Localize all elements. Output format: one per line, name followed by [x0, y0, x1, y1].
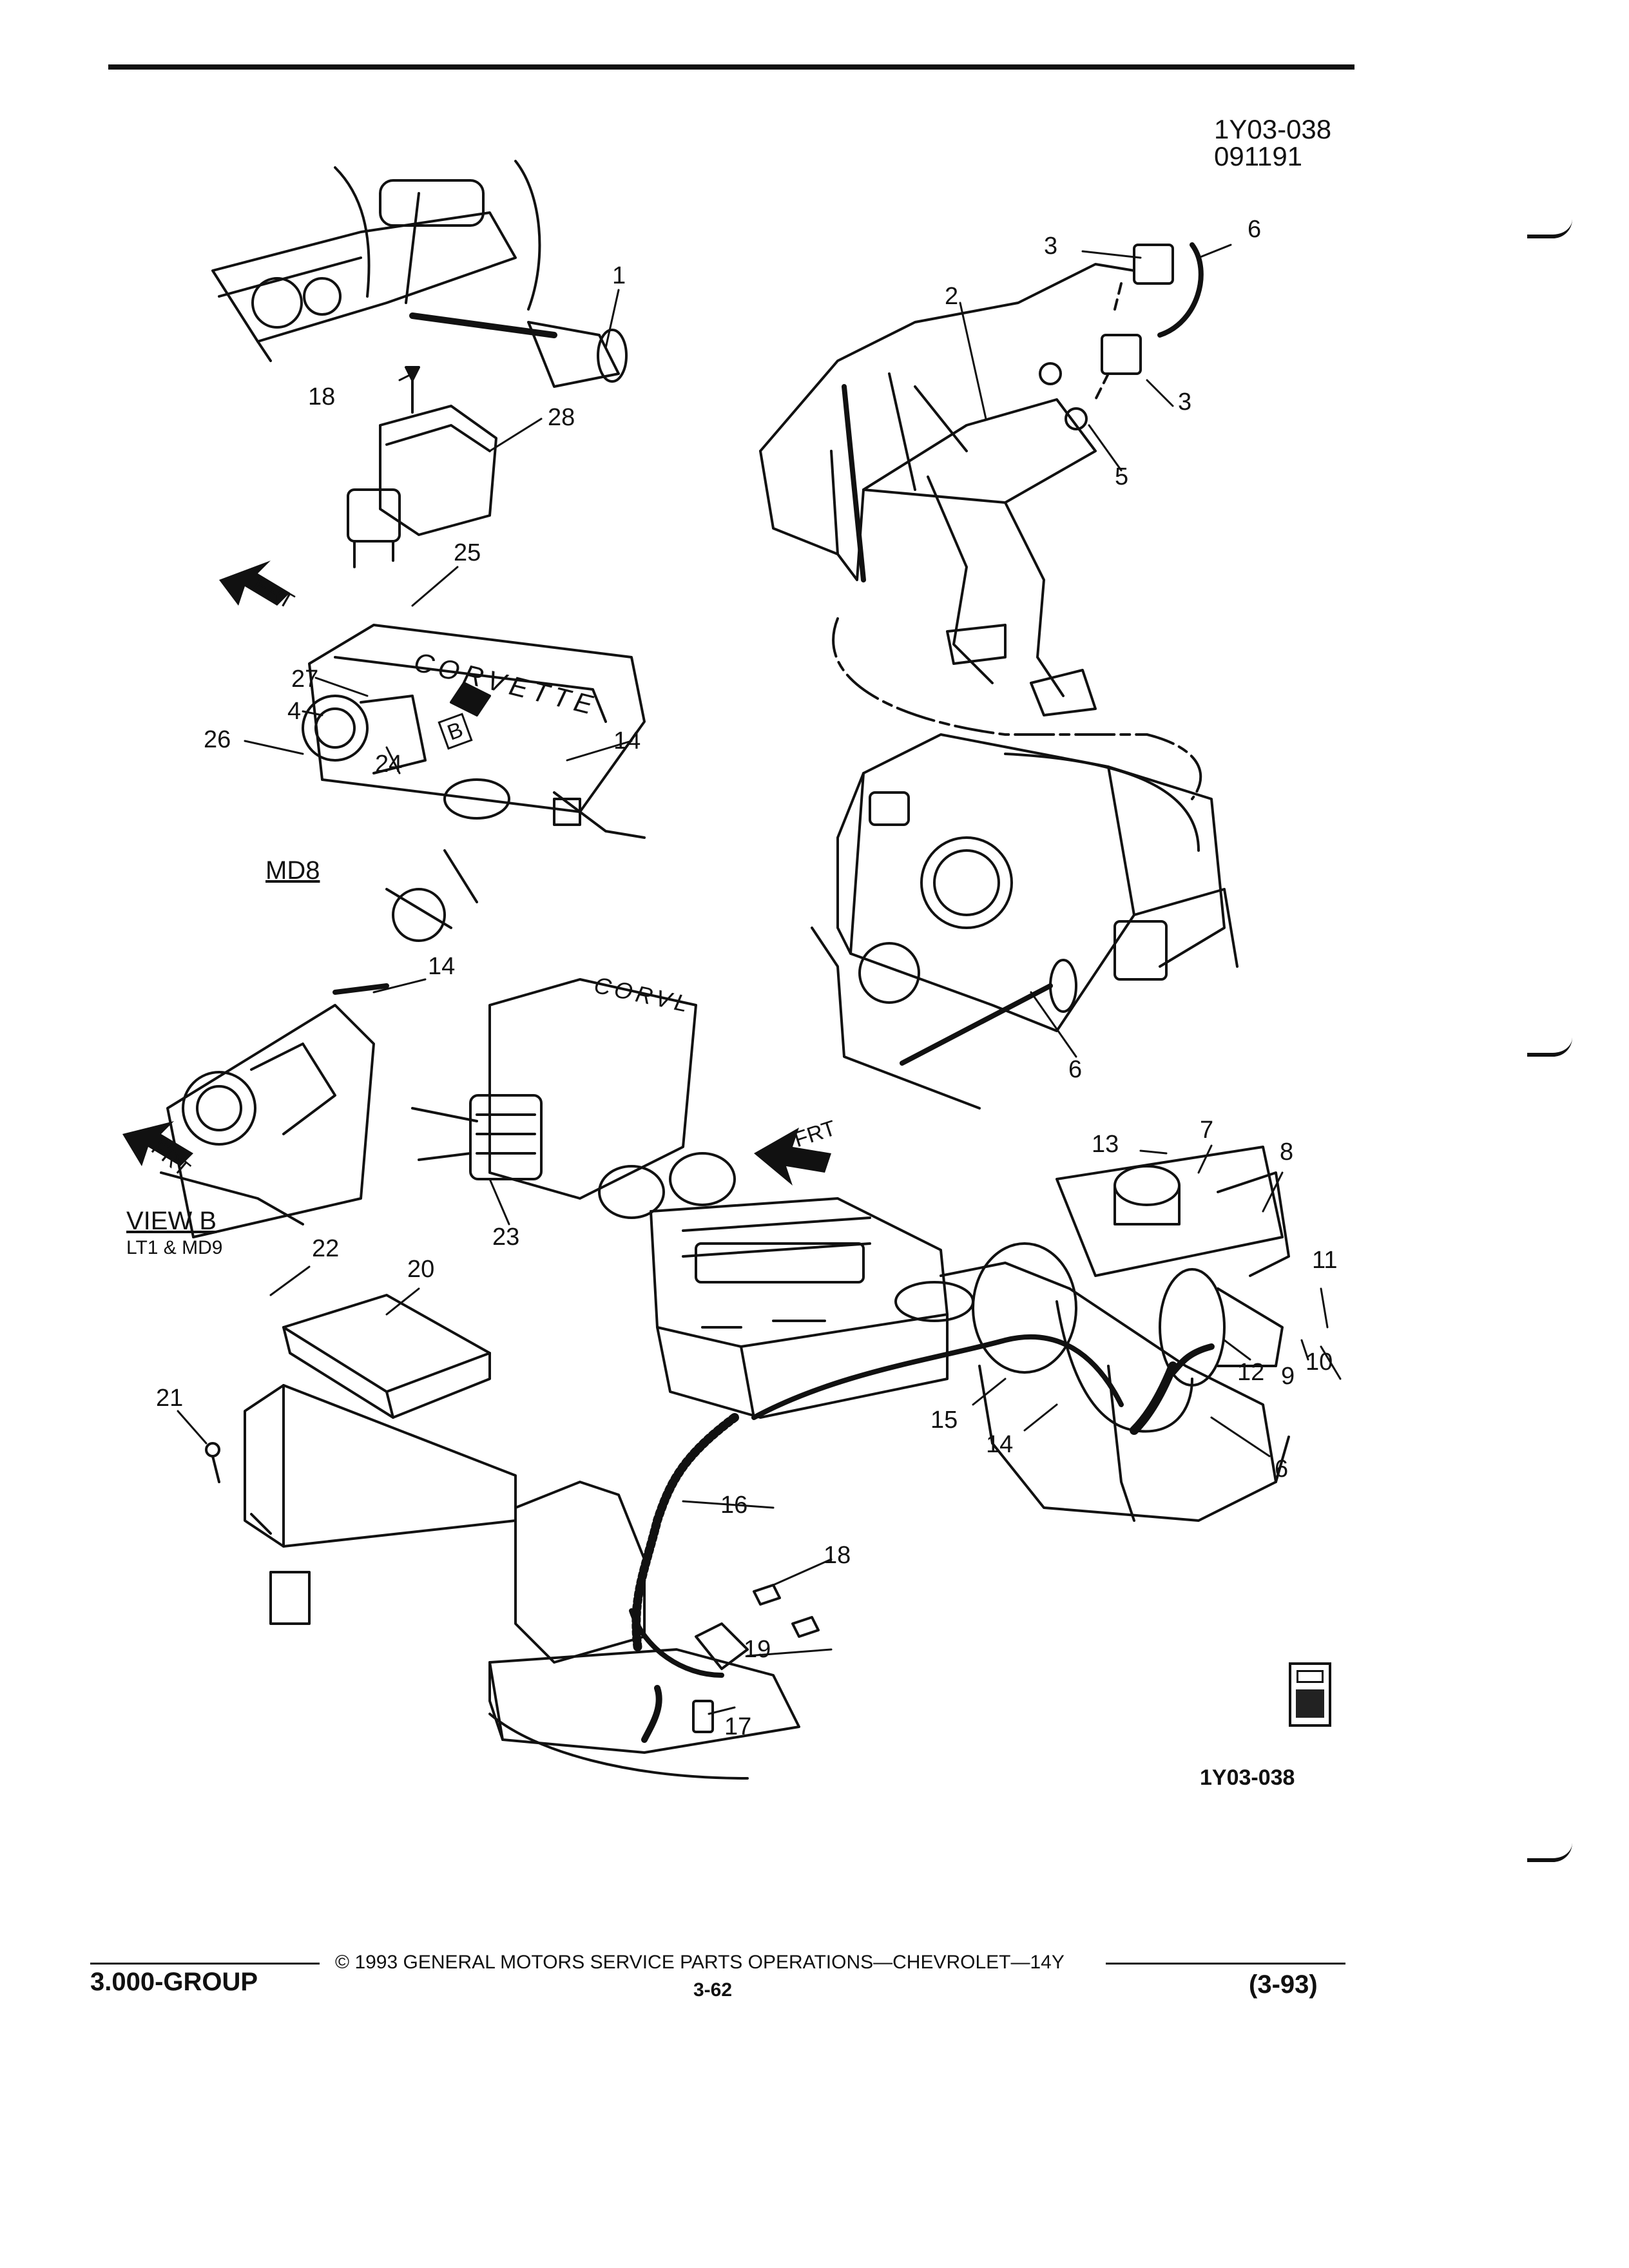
svg-text:CORVL: CORVL	[592, 972, 694, 1018]
view-b-label: VIEW B LT1 & MD9	[126, 1207, 223, 1262]
callout-6: 6	[1068, 1056, 1083, 1083]
dash-panel-illustration	[811, 733, 1239, 1110]
binder-mark	[1527, 1843, 1572, 1862]
footer-rule-left	[90, 1963, 320, 1965]
firewall-illustration	[488, 1481, 820, 1780]
callout-2: 2	[945, 283, 959, 310]
control-module-20-illustration	[205, 1294, 517, 1625]
frt-arrows	[122, 561, 831, 1186]
footer-rule-right	[1106, 1963, 1345, 1965]
binder-mark	[1527, 219, 1572, 238]
view-b-subtitle: LT1 & MD9	[126, 1237, 223, 1258]
figure-ref-code: 1Y03-038	[1214, 114, 1332, 144]
callout-23: 23	[492, 1224, 520, 1251]
callout-21: 21	[156, 1385, 184, 1412]
callout-17: 17	[724, 1713, 752, 1740]
callout-10: 10	[1306, 1349, 1333, 1376]
module-28-illustration	[347, 366, 497, 568]
view-b-cylinder-illustration	[160, 983, 389, 1238]
callout-28: 28	[548, 404, 575, 431]
microfiche-badge-icon	[1289, 1662, 1331, 1727]
engine-switch-23-illustration: CORVL	[411, 972, 736, 1219]
steering-column-illustration	[211, 160, 628, 388]
footer-page-number: 3-62	[693, 1979, 733, 2001]
callout-3: 3	[1178, 389, 1192, 416]
callout-27: 27	[291, 666, 319, 693]
callout-19: 19	[744, 1636, 771, 1663]
md8-label: MD8	[265, 856, 320, 885]
figure-reference: 1Y03-038 091191	[1214, 116, 1331, 170]
callout-3: 3	[1044, 233, 1058, 260]
callout-25: 25	[454, 539, 481, 566]
figure-id: 1Y03-038	[1200, 1765, 1295, 1790]
footer-group: 3.000-GROUP	[90, 1968, 258, 1996]
svg-text:CORVETTE: CORVETTE	[411, 646, 601, 721]
footer-date: (3-93)	[1249, 1970, 1318, 1999]
callout-4: 4	[287, 698, 302, 725]
callout-14: 14	[428, 953, 456, 980]
callout-6: 6	[1275, 1456, 1289, 1483]
callout-18: 18	[308, 383, 336, 410]
binder-mark	[1527, 1037, 1572, 1057]
pedal-assembly-illustration	[759, 242, 1204, 800]
engine-bay-illustration	[631, 1146, 1290, 1654]
footer-copyright: © 1993 GENERAL MOTORS SERVICE PARTS OPER…	[335, 1952, 1065, 1973]
callout-11: 11	[1312, 1247, 1338, 1274]
callout-9: 9	[1281, 1363, 1295, 1390]
callout-24: 24	[375, 751, 403, 778]
callout-15: 15	[930, 1407, 958, 1434]
callout-18: 18	[824, 1542, 851, 1569]
callout-6: 6	[1248, 216, 1262, 243]
callout-7: 7	[1200, 1117, 1214, 1144]
callout-16: 16	[720, 1492, 748, 1519]
callout-14: 14	[986, 1431, 1014, 1458]
figure-ref-date: 091191	[1214, 141, 1303, 171]
engine-corvette-illustration: CORVETTE	[302, 624, 646, 942]
callout-26: 26	[204, 726, 231, 753]
top-rule	[108, 64, 1354, 70]
leader-lines	[177, 244, 1342, 1715]
callout-12: 12	[1237, 1359, 1265, 1386]
view-b-title: VIEW B	[126, 1207, 217, 1235]
callout-22: 22	[312, 1235, 340, 1262]
callout-14: 14	[613, 727, 641, 754]
callout-5: 5	[1115, 463, 1129, 490]
callout-13: 13	[1092, 1131, 1119, 1158]
callout-20: 20	[407, 1256, 435, 1283]
callout-8: 8	[1280, 1139, 1294, 1166]
callout-1: 1	[612, 262, 626, 289]
